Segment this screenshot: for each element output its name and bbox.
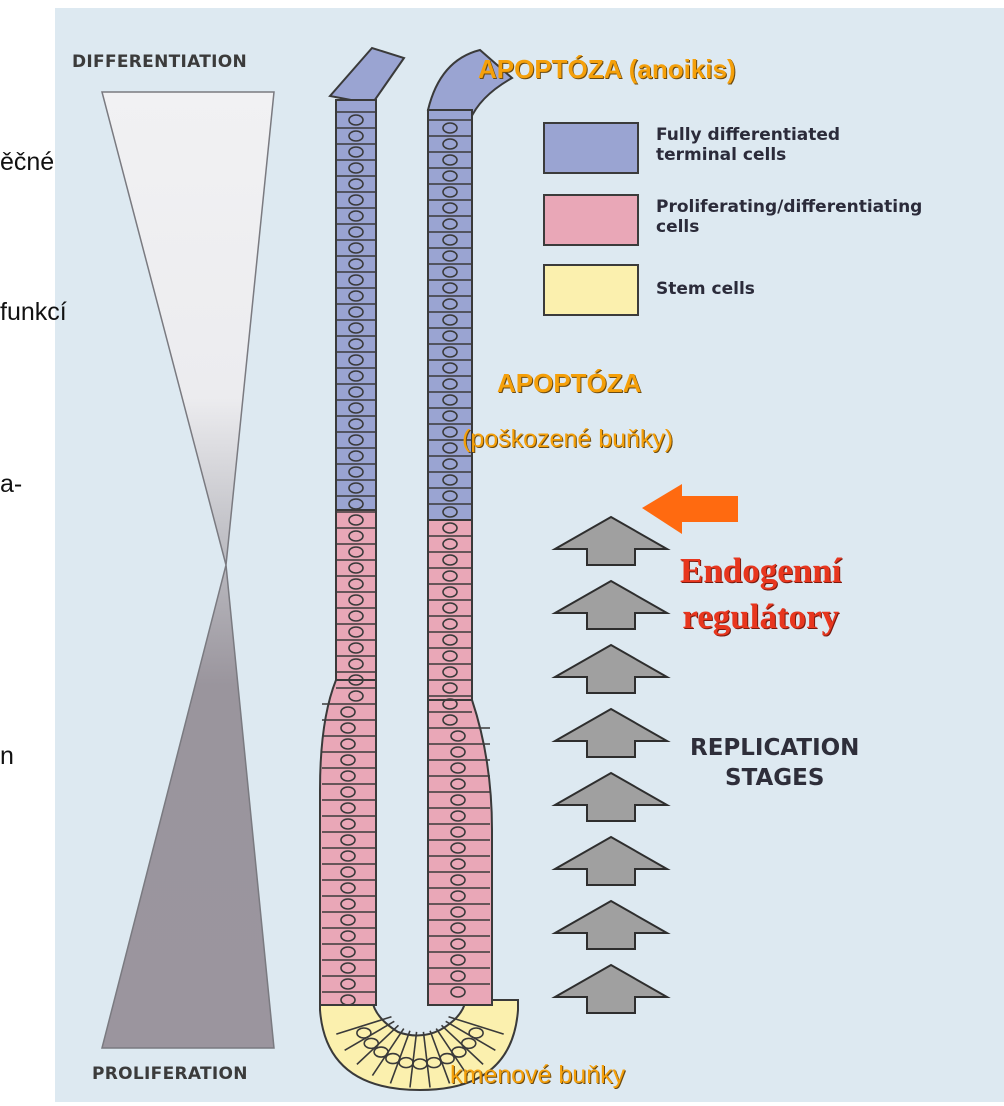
up-arrow-icon <box>555 517 667 565</box>
replication-arrows <box>555 517 667 1013</box>
up-arrow-icon <box>555 901 667 949</box>
up-arrow-icon <box>555 773 667 821</box>
replication-stages-label: REPLICATION STAGES <box>690 733 859 793</box>
legend-swatch-differentiated <box>543 122 639 174</box>
up-arrow-icon <box>555 837 667 885</box>
apoptosis-title: APOPTÓZA <box>497 368 641 399</box>
apoptosis-anoikis-title: APOPTÓZA (anoikis) <box>478 54 736 85</box>
up-arrow-icon <box>555 581 667 629</box>
legend-swatch-proliferating <box>543 194 639 246</box>
up-arrow-icon <box>555 645 667 693</box>
legend-label-stem: Stem cells <box>656 279 755 299</box>
differentiation-label: DIFFERENTIATION <box>72 52 247 72</box>
damaged-cells-label: (poškozené buňky) <box>462 425 673 454</box>
proliferation-label: PROLIFERATION <box>92 1064 248 1084</box>
up-arrow-icon <box>555 965 667 1013</box>
legend-label-proliferating: Proliferating/differentiatingcells <box>656 197 922 237</box>
endogenous-regulators-label: Endogenní regulátory <box>680 548 841 640</box>
up-arrow-icon <box>555 709 667 757</box>
legend-swatch-stem <box>543 264 639 316</box>
differentiation-gradient-shape <box>102 92 274 1048</box>
right-crypt-wall <box>428 50 512 1005</box>
stem-cells-label: kmenové buňky <box>450 1061 625 1090</box>
left-arrow-icon <box>642 484 738 534</box>
